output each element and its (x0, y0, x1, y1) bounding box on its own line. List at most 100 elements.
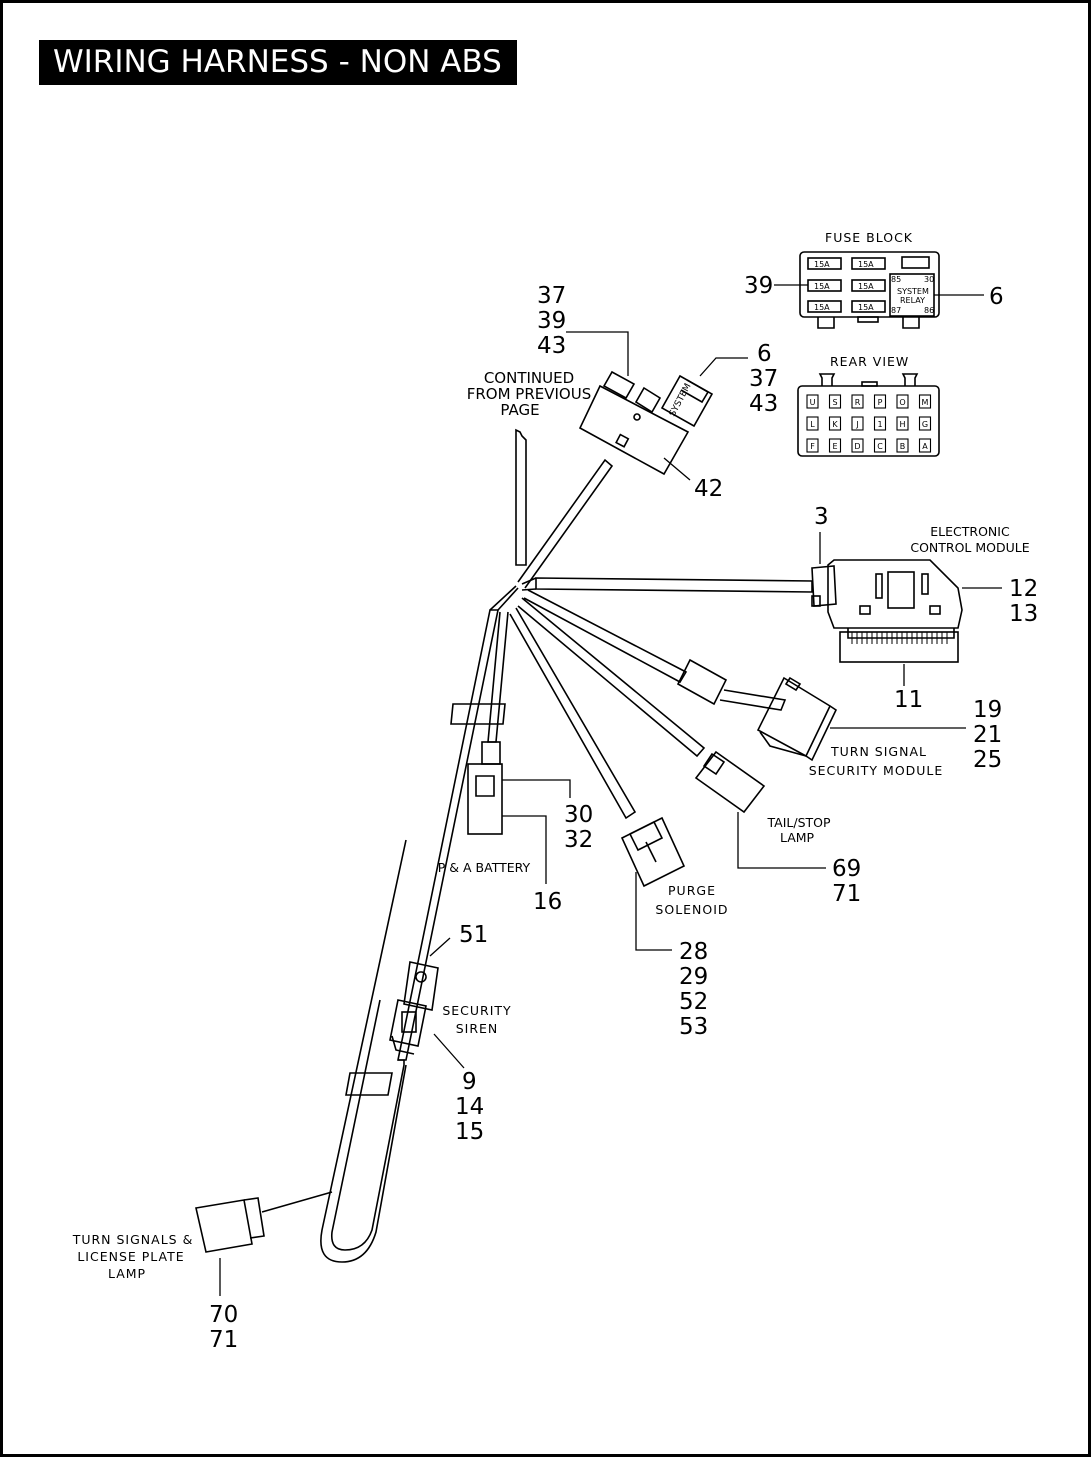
callout-6: 6 (757, 341, 772, 367)
label-ecm-1: ELECTRONIC (930, 524, 1010, 539)
label-purge-1: PURGE (668, 883, 716, 898)
rear-view-cell-label: F (810, 442, 815, 451)
callout-71b: 71 (209, 1327, 238, 1353)
relay-pin-87: 87 (891, 306, 901, 315)
electronic-control-module (811, 559, 963, 663)
rear-view-cell-label: L (810, 420, 815, 429)
label-continued-3: PAGE (500, 401, 539, 419)
relay-label-1: SYSTEM (897, 287, 929, 296)
rear-view-cell-label: E (832, 442, 837, 451)
connector-42 (578, 370, 714, 476)
relay-pin-86: 86 (924, 306, 934, 315)
rear-view-cell (918, 438, 932, 453)
fuse-4: 15A (858, 282, 874, 291)
label-purge-2: SOLENOID (655, 902, 728, 917)
rear-view-cell (806, 394, 819, 409)
callout-71: 71 (832, 881, 861, 907)
relay-pin-85: 85 (891, 275, 901, 284)
label-rear-view: REAR VIEW (830, 354, 909, 369)
callout-12: 12 (1009, 576, 1038, 602)
callout-6-fuse: 6 (989, 284, 1004, 310)
rear-view-cell-label: D (854, 442, 860, 451)
callout-70: 70 (209, 1302, 238, 1328)
fuse-3: 15A (814, 282, 830, 291)
callout-37: 37 (537, 283, 566, 309)
wire-sleeve (676, 658, 728, 706)
fuse-block (799, 251, 940, 329)
label-siren-1: SECURITY (442, 1003, 511, 1018)
rear-view-cell (873, 394, 887, 409)
callout-52: 52 (679, 989, 708, 1015)
ecm-pins (851, 632, 948, 644)
rear-view-cell (918, 394, 932, 409)
relay-pin-30: 30 (924, 275, 934, 284)
callout-30: 30 (564, 802, 593, 828)
rear-view-cell-label: U (810, 398, 816, 407)
callout-leaders (219, 284, 1002, 1296)
callout-3: 3 (814, 504, 829, 530)
connector-system-text: SYSTEM (668, 382, 694, 418)
label-turn-signals-3: LAMP (108, 1266, 146, 1281)
rear-view-cell (806, 438, 819, 453)
harness-wires (261, 428, 813, 1263)
callout-25: 25 (973, 747, 1002, 773)
turn-signal-license-connector (195, 1197, 265, 1253)
rear-view-cell-label: 1 (877, 420, 882, 429)
pa-battery-connector (467, 741, 503, 835)
label-continued-2: FROM PREVIOUS (467, 385, 592, 403)
label-tail-stop-1: TAIL/STOP (766, 815, 830, 830)
label-ecm-2: CONTROL MODULE (910, 540, 1029, 555)
rear-view-cell (851, 438, 864, 453)
rear-view-cell-label: G (922, 420, 928, 429)
rear-view-cell-label: C (877, 442, 883, 451)
callout-29: 29 (679, 964, 708, 990)
callout-13: 13 (1009, 601, 1038, 627)
label-turn-signals-2: LICENSE PLATE (77, 1249, 184, 1264)
callout-39-fuse: 39 (744, 273, 773, 299)
rear-view-cell (896, 416, 909, 431)
callout-42: 42 (694, 476, 723, 502)
callout-11: 11 (894, 687, 923, 713)
callout-9: 9 (462, 1069, 477, 1095)
rear-view-cell-label: M (922, 398, 929, 407)
callout-21: 21 (973, 722, 1002, 748)
rear-view-cell-label: S (832, 398, 837, 407)
rear-view-cell (828, 438, 842, 453)
callout-28: 28 (679, 939, 708, 965)
label-continued-1: CONTINUED (484, 369, 574, 387)
callout-14: 14 (455, 1094, 484, 1120)
rear-view-cell (851, 416, 864, 431)
rear-view-cell-label: R (855, 398, 861, 407)
rear-view-cell (873, 438, 887, 453)
rear-view-cell (828, 416, 842, 431)
rear-view-cell-label: J (855, 420, 858, 429)
fuse-6: 15A (858, 303, 874, 312)
rear-view-cell (896, 394, 909, 409)
label-turn-signal-1: TURN SIGNAL (830, 744, 927, 759)
fuse-5: 15A (814, 303, 830, 312)
tail-stop-lamp-connector (694, 750, 766, 814)
rear-view-cell (873, 416, 887, 431)
page-title: WIRING HARNESS - NON ABS (39, 40, 517, 85)
callout-43: 43 (537, 333, 566, 359)
fuse-1: 15A (814, 260, 830, 269)
rear-view-cell-label: A (922, 442, 928, 451)
callout-16: 16 (533, 889, 562, 915)
label-fuse-block: FUSE BLOCK (825, 230, 913, 245)
fuse-2: 15A (858, 260, 874, 269)
rear-view-cell-label: K (832, 420, 838, 429)
callout-43b: 43 (749, 391, 778, 417)
rear-view-cell (851, 394, 864, 409)
callout-32: 32 (564, 827, 593, 853)
relay-label-2: RELAY (900, 296, 925, 305)
label-siren-2: SIREN (456, 1021, 499, 1036)
callout-69: 69 (832, 856, 861, 882)
label-turn-signal-2: SECURITY MODULE (809, 763, 944, 778)
security-siren (389, 961, 439, 1055)
callout-53: 53 (679, 1014, 708, 1040)
rear-view-cell (896, 438, 909, 453)
fuse-block-rear-view (797, 373, 940, 457)
label-tail-stop-2: LAMP (780, 830, 815, 845)
